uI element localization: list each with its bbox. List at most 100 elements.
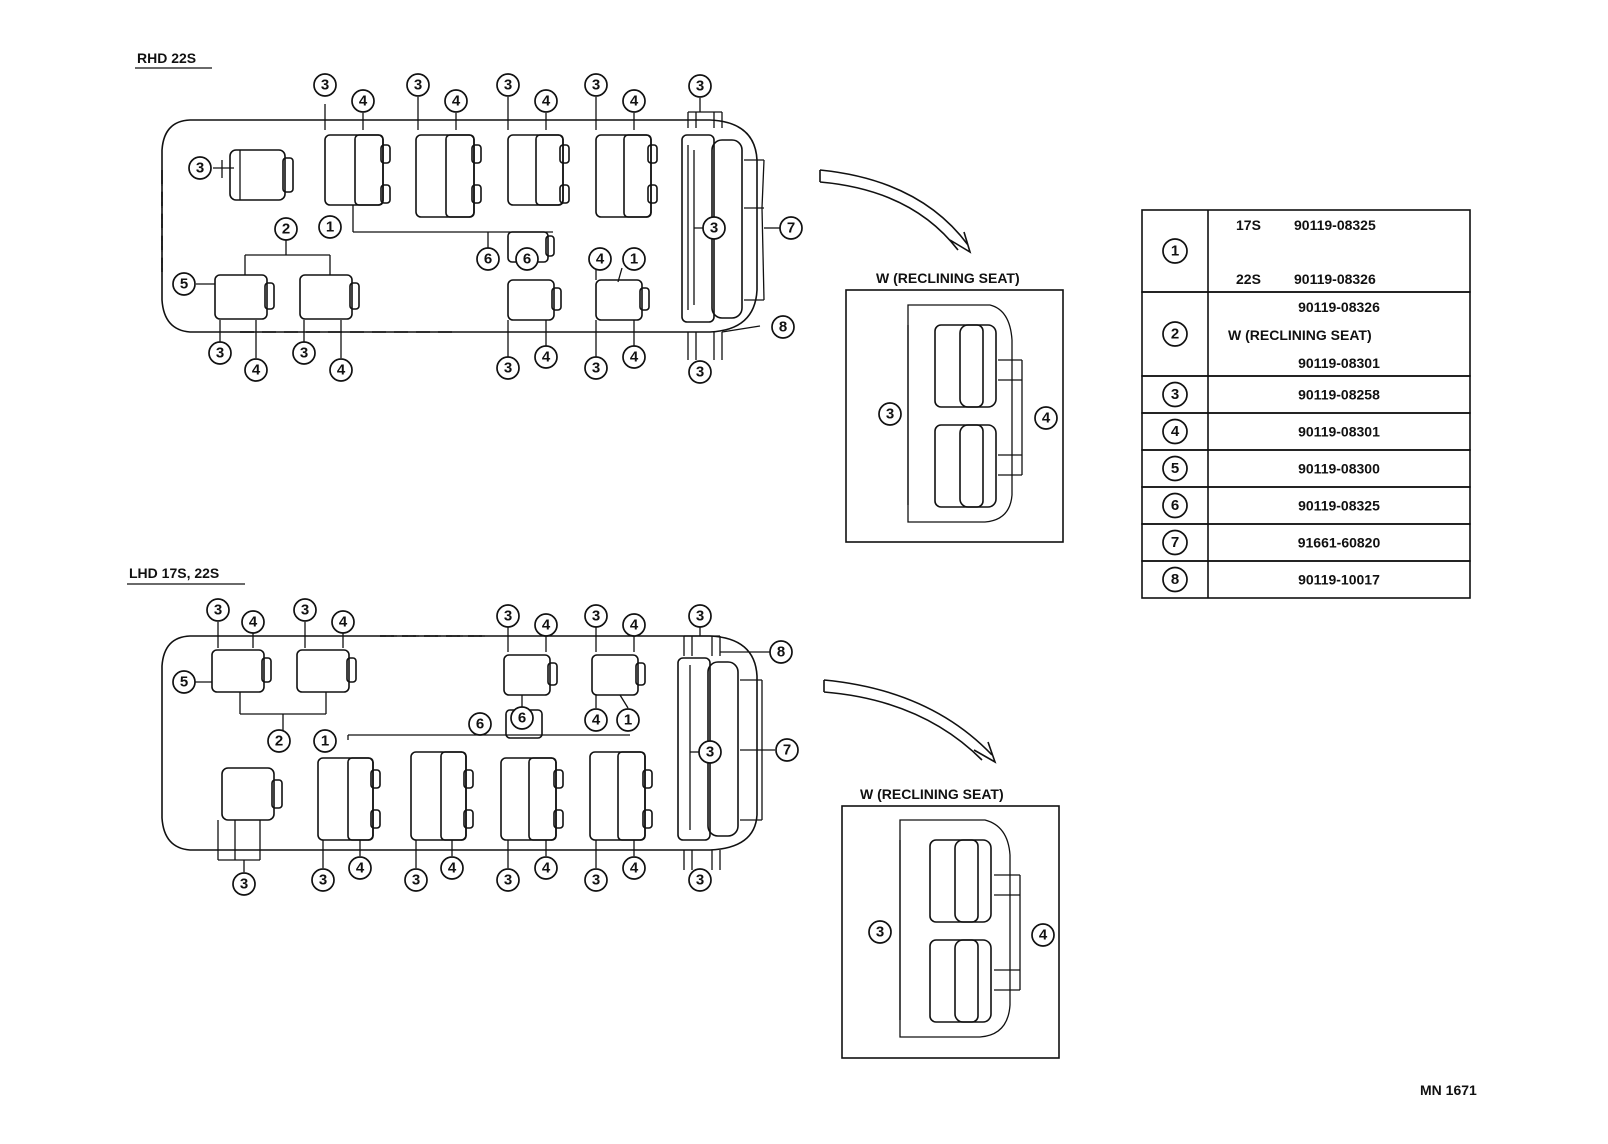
rhd-title: RHD 22S bbox=[137, 50, 196, 66]
parts-row-key-circle bbox=[1162, 492, 1188, 519]
callout-8: 8 bbox=[769, 640, 793, 664]
svg-text:6: 6 bbox=[518, 710, 526, 727]
detail-reclining-seat-2: W (RECLINING SEAT) 3 4 bbox=[841, 786, 1060, 1059]
callout-2: 2 bbox=[274, 217, 298, 241]
detail-1-title: W (RECLINING SEAT) bbox=[876, 270, 1020, 286]
callout-4: 4 bbox=[622, 345, 646, 369]
detail-2-frame bbox=[841, 805, 1060, 1059]
parts-row-key-circle bbox=[1162, 529, 1188, 556]
callout-4: 4 bbox=[534, 89, 558, 113]
parts-row-key-circle bbox=[1162, 238, 1188, 264]
callout-1: 1 bbox=[318, 215, 342, 239]
callout-3: 3 bbox=[584, 604, 608, 628]
svg-text:3: 3 bbox=[696, 872, 704, 889]
svg-text:3: 3 bbox=[214, 602, 222, 619]
arrow-to-detail-1 bbox=[819, 169, 972, 254]
lhd-floor-outline bbox=[161, 635, 758, 851]
svg-text:3: 3 bbox=[592, 608, 600, 625]
svg-text:4: 4 bbox=[542, 617, 551, 634]
callout-3: 3 bbox=[206, 598, 230, 622]
svg-text:4: 4 bbox=[356, 860, 365, 877]
callout-4: 4 bbox=[241, 610, 265, 634]
callout-4: 4 bbox=[1031, 923, 1055, 947]
parts-row-key: 3 bbox=[1171, 386, 1179, 403]
callout-6: 6 bbox=[515, 247, 539, 271]
callout-4: 4 bbox=[534, 856, 558, 880]
callout-3: 3 bbox=[293, 598, 317, 622]
parts-row-key-circle bbox=[1162, 566, 1188, 593]
svg-text:3: 3 bbox=[504, 360, 512, 377]
callout-3: 3 bbox=[584, 73, 608, 97]
svg-text:8: 8 bbox=[779, 319, 787, 336]
svg-text:4: 4 bbox=[630, 617, 639, 634]
svg-text:4: 4 bbox=[339, 614, 348, 631]
svg-text:3: 3 bbox=[886, 406, 894, 423]
callout-4: 4 bbox=[444, 89, 468, 113]
rhd-diagram: RHD 22S bbox=[135, 50, 803, 384]
svg-text:4: 4 bbox=[630, 349, 639, 366]
svg-text:4: 4 bbox=[596, 251, 605, 268]
parts-row-key: 1 bbox=[1171, 243, 1179, 260]
svg-text:3: 3 bbox=[696, 364, 704, 381]
rhd-leaders bbox=[196, 97, 780, 360]
svg-text:3: 3 bbox=[196, 160, 204, 177]
callout-3: 3 bbox=[688, 868, 712, 892]
callout-3: 3 bbox=[584, 356, 608, 380]
rhd-seat-row-1 bbox=[324, 134, 658, 218]
svg-text:6: 6 bbox=[476, 716, 484, 733]
detail-reclining-seat-1: W (RECLINING SEAT) 3 4 bbox=[845, 270, 1064, 543]
svg-text:4: 4 bbox=[630, 93, 639, 110]
parts-row-variant: 17S bbox=[1236, 217, 1261, 233]
svg-text:4: 4 bbox=[630, 860, 639, 877]
svg-text:4: 4 bbox=[337, 362, 346, 379]
svg-text:4: 4 bbox=[359, 93, 368, 110]
parts-row-key-circle bbox=[1162, 455, 1188, 482]
callout-3: 3 bbox=[688, 360, 712, 384]
svg-text:3: 3 bbox=[592, 77, 600, 94]
rhd-seat-row-2 bbox=[214, 231, 650, 321]
svg-text:5: 5 bbox=[180, 674, 188, 691]
callout-4: 4 bbox=[1034, 406, 1058, 430]
parts-row-part-number: 90119-08300 bbox=[1298, 461, 1380, 477]
parts-row-key-circle bbox=[1162, 418, 1188, 445]
svg-text:3: 3 bbox=[710, 220, 718, 237]
svg-text:2: 2 bbox=[275, 733, 283, 750]
svg-text:1: 1 bbox=[326, 219, 334, 236]
svg-text:7: 7 bbox=[787, 220, 795, 237]
callout-3: 3 bbox=[688, 604, 712, 628]
callout-5: 5 bbox=[172, 670, 196, 694]
parts-row-part-number: 90119-08301 bbox=[1298, 424, 1380, 440]
parts-row bbox=[1141, 560, 1471, 599]
callout-4: 4 bbox=[329, 358, 353, 382]
callout-3: 3 bbox=[496, 604, 520, 628]
parts-row-key: 8 bbox=[1171, 571, 1179, 588]
callout-4: 4 bbox=[622, 613, 646, 637]
parts-row-key: 2 bbox=[1171, 326, 1179, 343]
callout-6: 6 bbox=[510, 706, 534, 730]
parts-row-part-number: 90119-08258 bbox=[1298, 387, 1380, 403]
callout-4: 4 bbox=[440, 856, 464, 880]
callout-7: 7 bbox=[775, 738, 799, 762]
svg-text:4: 4 bbox=[1042, 410, 1051, 427]
callout-3: 3 bbox=[292, 341, 316, 365]
svg-text:3: 3 bbox=[319, 872, 327, 889]
detail-1-frame bbox=[845, 289, 1064, 543]
callout-5: 5 bbox=[172, 272, 196, 296]
svg-text:1: 1 bbox=[630, 251, 638, 268]
svg-text:4: 4 bbox=[592, 712, 601, 729]
figure-code: MN 1671 bbox=[1420, 1082, 1477, 1098]
svg-text:3: 3 bbox=[301, 602, 309, 619]
callout-4: 4 bbox=[331, 610, 355, 634]
callout-3: 3 bbox=[688, 74, 712, 98]
callout-3: 3 bbox=[188, 156, 212, 180]
svg-text:3: 3 bbox=[216, 345, 224, 362]
callout-4: 4 bbox=[534, 345, 558, 369]
callout-4: 4 bbox=[244, 358, 268, 382]
svg-text:3: 3 bbox=[300, 345, 308, 362]
parts-row-key-circle bbox=[1162, 381, 1188, 408]
lhd-driver-seat bbox=[221, 767, 283, 821]
callout-3: 3 bbox=[208, 341, 232, 365]
svg-text:3: 3 bbox=[706, 744, 714, 761]
